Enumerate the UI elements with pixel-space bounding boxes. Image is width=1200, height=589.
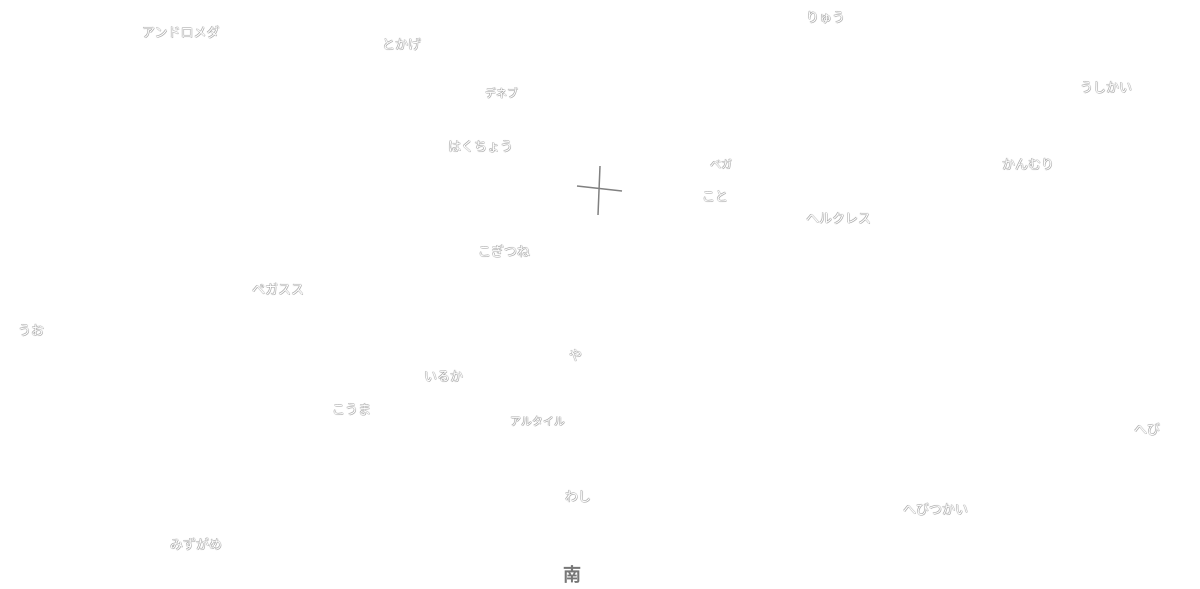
label-aquila: わし — [565, 490, 592, 505]
label-vega: ベガ — [710, 158, 732, 171]
label-deneb: デネブ — [485, 87, 518, 100]
label-ophiuchus: へびつかい — [903, 503, 969, 518]
label-pegasus: ペガスス — [252, 283, 305, 298]
label-hercules: ヘルクレス — [806, 212, 872, 227]
label-andromeda: アンドロメダ — [142, 26, 220, 41]
label-cygnus: はくちょう — [448, 140, 514, 155]
label-draco: りゅう — [806, 11, 846, 26]
label-vulpecula: こぎつね — [478, 245, 531, 260]
direction-south: 南 — [563, 565, 581, 586]
label-serpens: へび — [1134, 423, 1161, 438]
label-delphinus: いるか — [424, 370, 464, 385]
label-bootes: うしかい — [1080, 81, 1133, 96]
label-pisces: うお — [18, 324, 45, 339]
label-lyra: こと — [702, 190, 729, 205]
label-equuleus: こうま — [332, 403, 372, 418]
label-altair: アルタイル — [510, 415, 565, 428]
label-aquarius: みずがめ — [170, 538, 223, 553]
label-sagitta: や — [569, 349, 583, 364]
label-lacerta: とかげ — [382, 38, 422, 53]
label-corona: かんむり — [1002, 158, 1055, 173]
crosshair-icon — [576, 165, 623, 216]
